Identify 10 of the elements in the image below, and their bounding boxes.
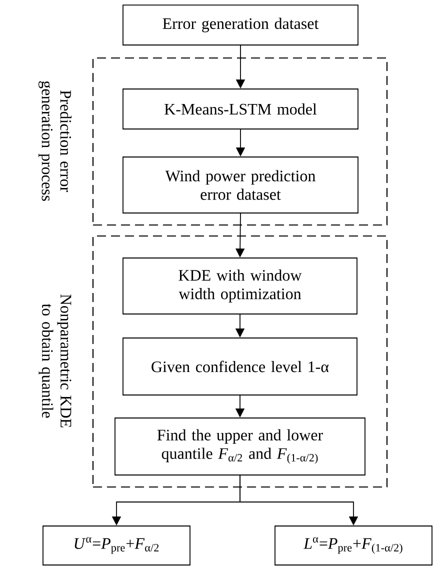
process-box: Wind power prediction error dataset <box>122 156 358 214</box>
group-heading: Nonparametric KDE to obtain quantile <box>38 294 72 428</box>
process-box: Given confidence level 1-α <box>122 338 358 396</box>
process-box: U$^{α}$=P$_{pre}$+F$_{α/2}$ <box>42 526 190 566</box>
group-heading: Prediction error generation process <box>38 81 72 201</box>
process-box: K-Means-LSTM model <box>122 88 358 130</box>
process-box: KDE with window width optimization <box>122 258 358 314</box>
process-box: Find the upper and lower quantile F$_{α/2}$ and F$_{(1-α/2)}$ <box>114 418 366 476</box>
process-box: L$^{α}$=P$_{pre}$+F$_{(1-α/2)}$ <box>274 526 432 566</box>
process-box: Error generation dataset <box>122 4 358 46</box>
